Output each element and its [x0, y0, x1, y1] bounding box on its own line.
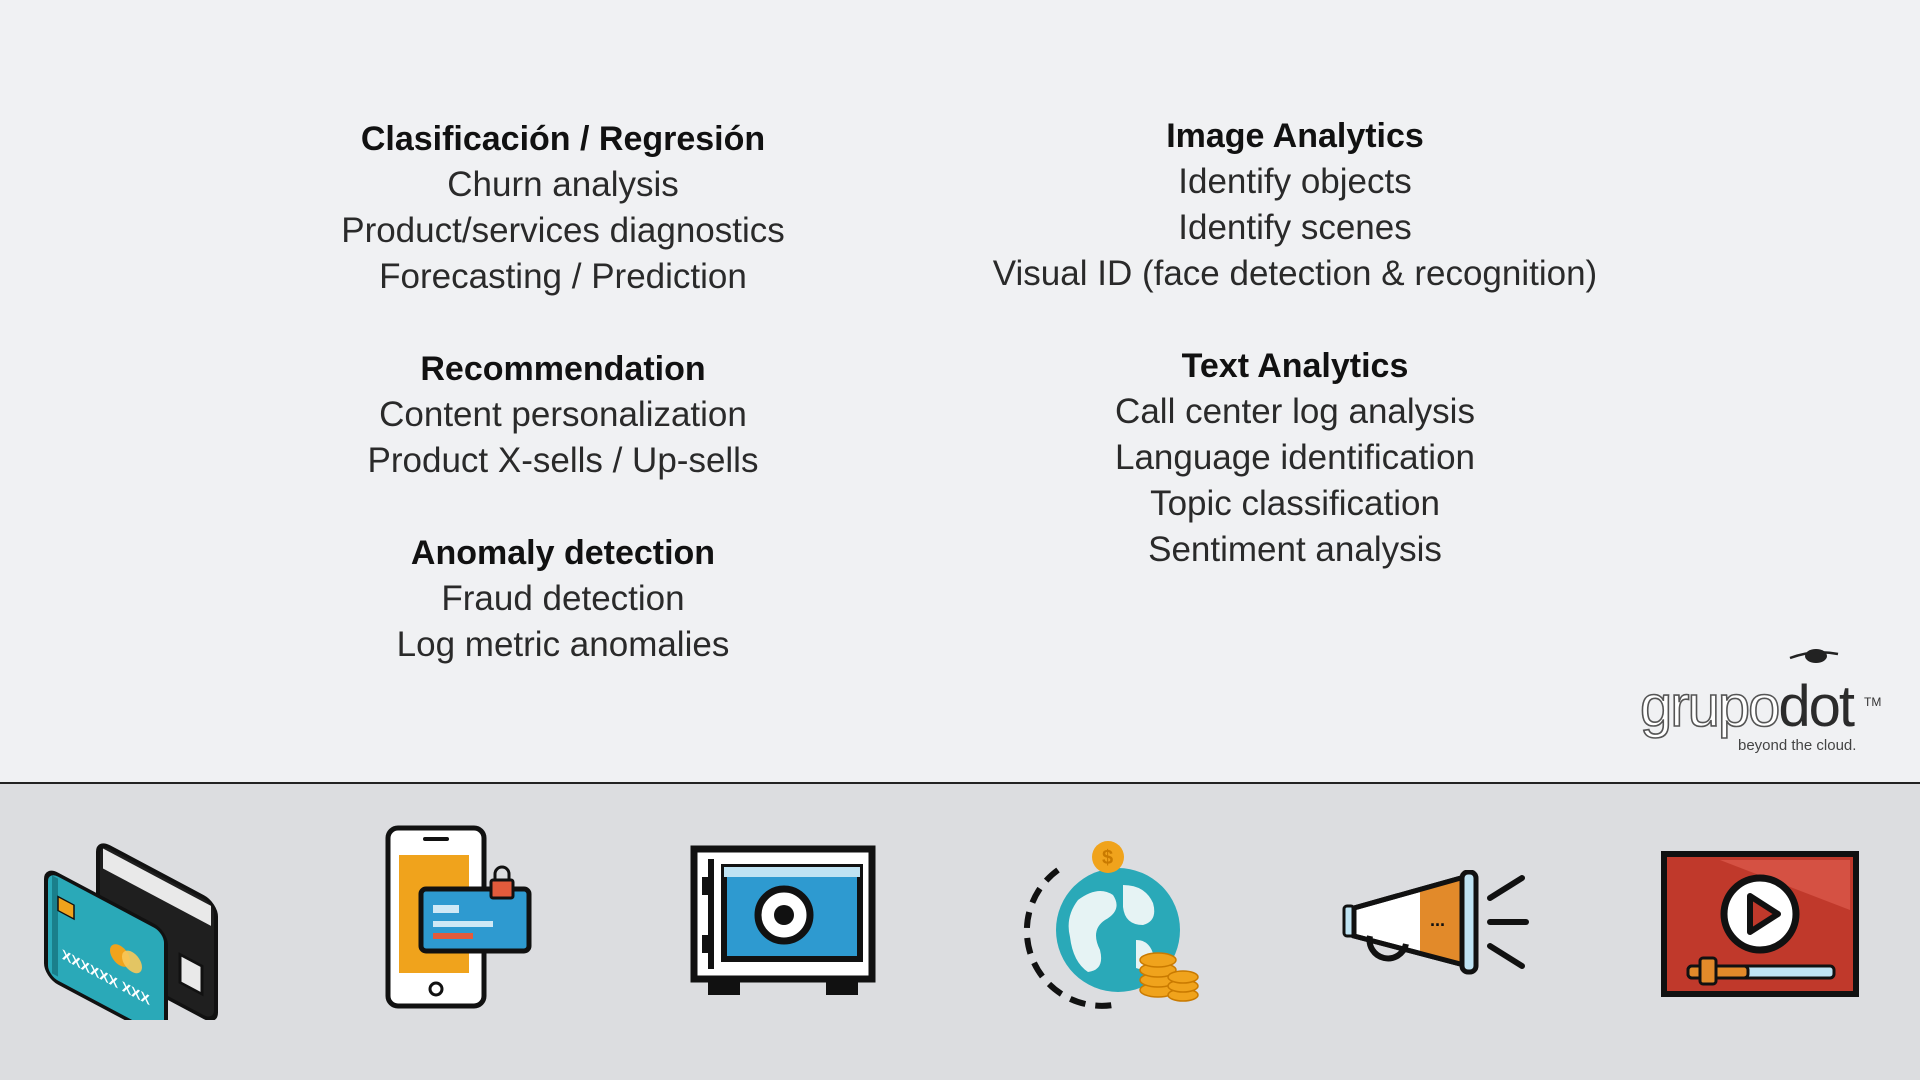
- list-item: Product X-sells / Up-sells: [367, 441, 759, 480]
- left-column: Clasificación / Regresión Churn analysis…: [263, 116, 863, 714]
- group-heading: Anomaly detection: [410, 534, 716, 572]
- group-heading: Image Analytics: [1166, 117, 1424, 155]
- logo-word-light: grupo: [1639, 674, 1781, 739]
- group-recommendation: Recommendation Content personalization P…: [263, 346, 863, 484]
- svg-text:$: $: [1102, 847, 1113, 869]
- grupodot-logo: grupodot TM beyond the cloud.: [1639, 645, 1885, 760]
- list-item: Language identification: [1114, 438, 1475, 477]
- list-item: Identify objects: [1178, 162, 1412, 201]
- megaphone-icon: ...: [1342, 870, 1529, 975]
- group-text-analytics: Text Analytics Call center log analysis …: [945, 343, 1645, 573]
- list-item: Sentiment analysis: [1148, 530, 1442, 569]
- list-item: Product/services diagnostics: [341, 211, 785, 250]
- group-heading: Recommendation: [420, 350, 706, 388]
- mobile-payment-icon: [385, 825, 532, 1009]
- group-clasificacion: Clasificación / Regresión Churn analysis…: [263, 116, 863, 300]
- list-item: Churn analysis: [447, 165, 679, 204]
- group-heading: Text Analytics: [1181, 347, 1409, 385]
- icon-footer: [0, 784, 1920, 1080]
- svg-text:...: ...: [1430, 910, 1445, 930]
- list-item: Identify scenes: [1178, 208, 1412, 247]
- list-item: Visual ID (face detection & recognition): [992, 254, 1598, 293]
- logo-trademark: TM: [1864, 695, 1882, 709]
- list-item: Topic classification: [1150, 484, 1440, 523]
- video-player-icon: [1661, 851, 1859, 997]
- saturn-icon: [1789, 649, 1839, 663]
- list-item: Call center log analysis: [1115, 392, 1475, 431]
- group-heading: Clasificación / Regresión: [360, 120, 766, 158]
- right-column: Image Analytics Identify objects Identif…: [945, 113, 1645, 619]
- group-image-analytics: Image Analytics Identify objects Identif…: [945, 113, 1645, 297]
- safe-icon: [690, 845, 876, 995]
- group-anomaly: Anomaly detection Fraud detection Log me…: [263, 530, 863, 668]
- logo-word-dark: dot: [1778, 674, 1855, 739]
- credit-cards-icon: XXXXXX XXX: [44, 843, 218, 1020]
- list-item: Content personalization: [379, 395, 747, 434]
- global-money-icon: $: [1023, 841, 1199, 1009]
- list-item: Forecasting / Prediction: [379, 257, 747, 296]
- list-item: Log metric anomalies: [396, 625, 730, 664]
- list-item: Fraud detection: [441, 579, 685, 618]
- logo-tagline: beyond the cloud.: [1738, 737, 1857, 754]
- footer-divider: [0, 782, 1920, 784]
